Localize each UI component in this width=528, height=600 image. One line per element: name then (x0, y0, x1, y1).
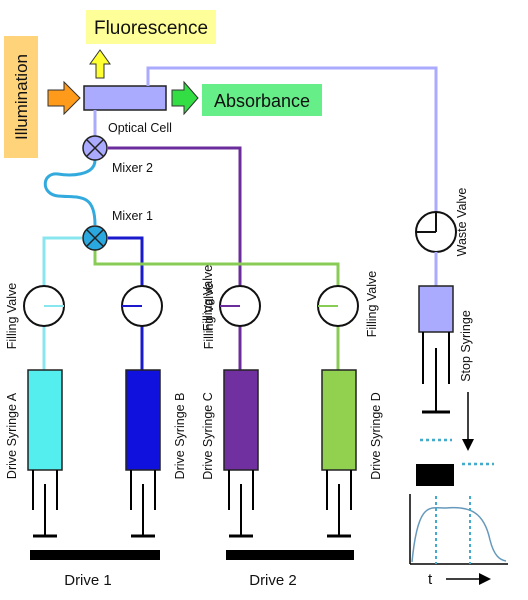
kinetics-plot (409, 494, 508, 565)
drive-syringe-d (321, 369, 357, 538)
syringe-c-line (108, 146, 242, 370)
waste-valve-label: Waste Valve (455, 188, 469, 257)
optical-cell-label: Optical Cell (108, 121, 172, 135)
drive-syringe-c (223, 369, 259, 538)
drive-syringe-b (125, 369, 161, 538)
syringe-b-label: Drive Syringe B (173, 393, 187, 480)
optical-cell (83, 85, 167, 111)
mixer-icon (82, 135, 108, 161)
absorbance-label-group: Absorbance (202, 84, 322, 116)
right-arrow-icon (47, 80, 81, 116)
valve-icon (23, 285, 65, 327)
fluorescence-label: Fluorescence (94, 18, 208, 39)
illumination-box (4, 36, 38, 158)
valve-icon (317, 285, 359, 327)
time-label: t (428, 571, 433, 588)
drive2-bar (226, 550, 354, 560)
filling-valve-d-label: Filling Valve (365, 271, 379, 338)
absorbance-label: Absorbance (214, 91, 310, 111)
stop-syringe-label: Stop Syringe (459, 310, 473, 382)
valve-icon (219, 285, 261, 327)
drive2-label: Drive 2 (249, 572, 297, 589)
filling-valve-a-label: Filling Valve (5, 283, 19, 350)
valve-icon (415, 211, 457, 253)
stop-syringe (418, 285, 454, 414)
filling-valve-b-label: Filling Valve (201, 265, 215, 332)
fluorescence-label-group: Fluorescence (86, 10, 216, 44)
delay-loop (43, 159, 97, 226)
illumination-label-group: Illumination (4, 36, 38, 158)
syringe-a-label: Drive Syringe A (5, 392, 19, 479)
fluorescence-box (86, 10, 216, 44)
mixer2-label: Mixer 2 (112, 161, 153, 175)
stop-block (416, 464, 454, 486)
up-arrow-icon (89, 49, 111, 79)
valve-icon (121, 285, 163, 327)
syringe-c-label: Drive Syringe C (201, 392, 215, 480)
illumination-label: Illumination (12, 54, 31, 140)
waste-line (146, 66, 438, 218)
mixer-icon (82, 225, 108, 251)
drive-syringe-a (27, 369, 63, 538)
drive1-bar (30, 550, 160, 560)
syringe-d-label: Drive Syringe D (369, 392, 383, 480)
filling-valve-c-label: Filling Valve (202, 283, 216, 350)
mixer1-label: Mixer 1 (112, 209, 153, 223)
absorbance-box (202, 84, 322, 116)
drive1-label: Drive 1 (64, 572, 112, 589)
right-arrow-icon (171, 80, 199, 116)
plot-curve (411, 506, 507, 563)
